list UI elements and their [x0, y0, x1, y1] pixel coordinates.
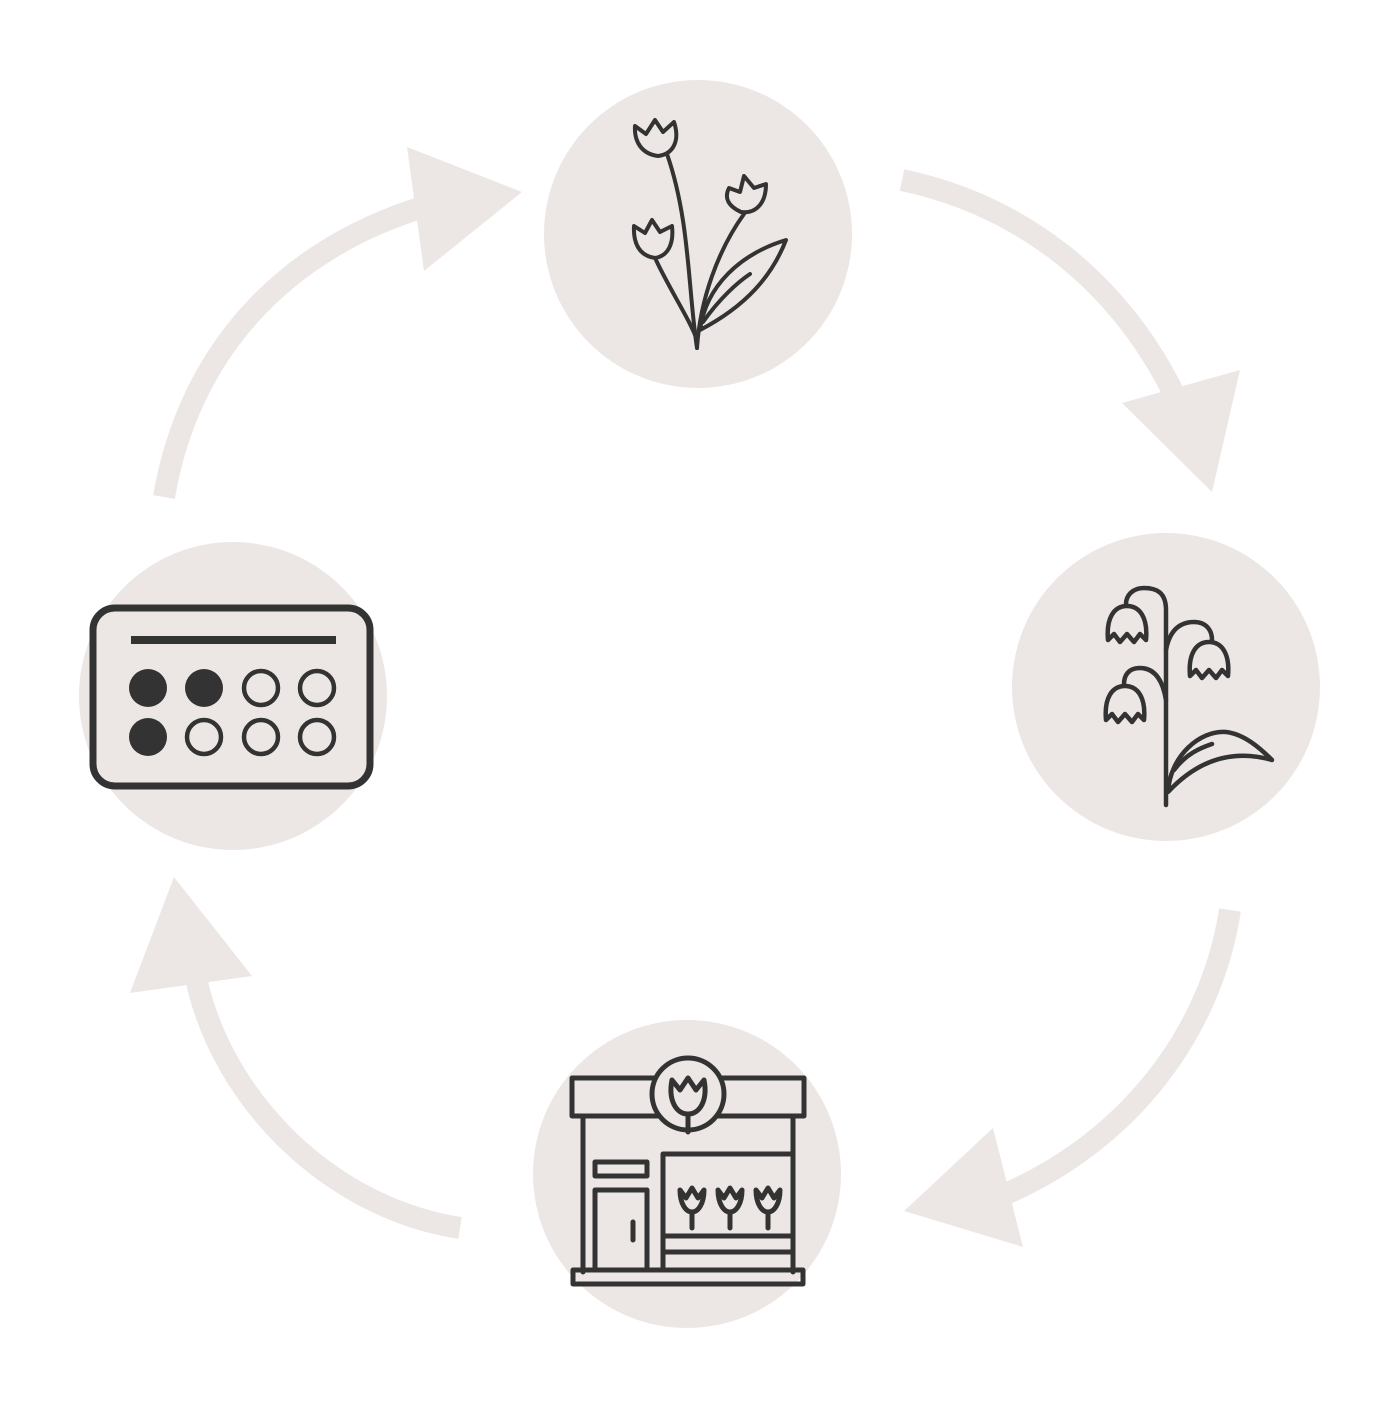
tulip-flowers-icon [631, 118, 788, 350]
node-seed-tray [79, 542, 387, 850]
node-circle [79, 542, 387, 850]
node-tulips [544, 80, 852, 388]
arrow-top-left [153, 147, 522, 499]
seed-tray-icon [89, 604, 374, 790]
arrow-top-right [899, 169, 1240, 492]
flower-shop-icon [569, 1055, 807, 1287]
arrow-bottom-left [130, 877, 462, 1239]
arrow-bottom-right [904, 908, 1241, 1247]
node-flower-shop [533, 1020, 841, 1328]
node-lily-of-the-valley [1012, 533, 1320, 841]
node-circle [544, 80, 852, 388]
lily-of-the-valley-icon [1103, 585, 1275, 808]
